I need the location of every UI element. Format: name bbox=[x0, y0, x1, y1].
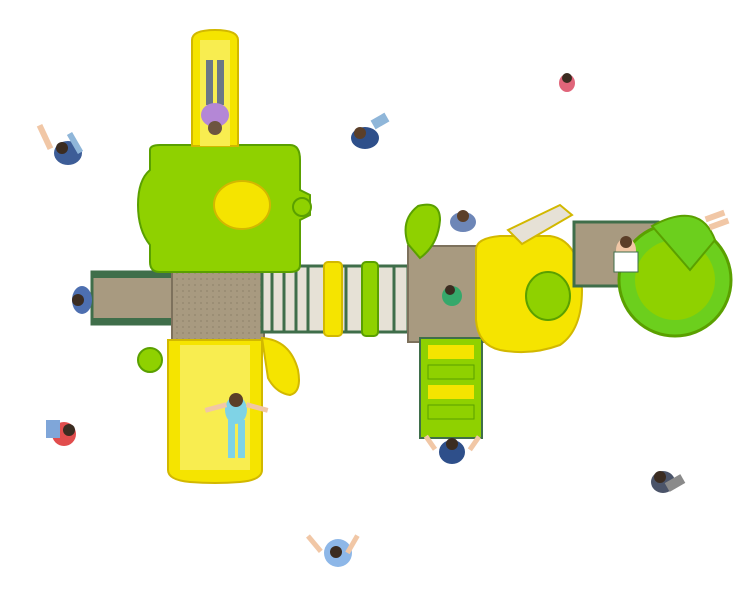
child-right-bottom bbox=[651, 471, 686, 493]
bridge bbox=[260, 261, 410, 337]
green-roof bbox=[136, 144, 312, 273]
deck-left bbox=[171, 267, 265, 341]
ladder bbox=[419, 337, 483, 439]
spiral-slide bbox=[617, 214, 733, 338]
child-deck-center bbox=[442, 285, 462, 306]
child-bottom-slide bbox=[204, 393, 269, 458]
child-top-right bbox=[559, 73, 575, 92]
child-ladder bbox=[423, 434, 482, 464]
child-left-bottom bbox=[46, 420, 76, 446]
child-upper-left bbox=[36, 123, 84, 165]
child-bottom bbox=[306, 534, 360, 567]
yellow-tower bbox=[475, 203, 584, 354]
child-upper-mid bbox=[351, 112, 390, 149]
left-ramp bbox=[90, 270, 176, 326]
child-left-ramp bbox=[72, 286, 92, 314]
child-top-slide bbox=[201, 60, 229, 135]
child-right-slide bbox=[613, 209, 730, 273]
child-deck-top bbox=[450, 210, 476, 232]
